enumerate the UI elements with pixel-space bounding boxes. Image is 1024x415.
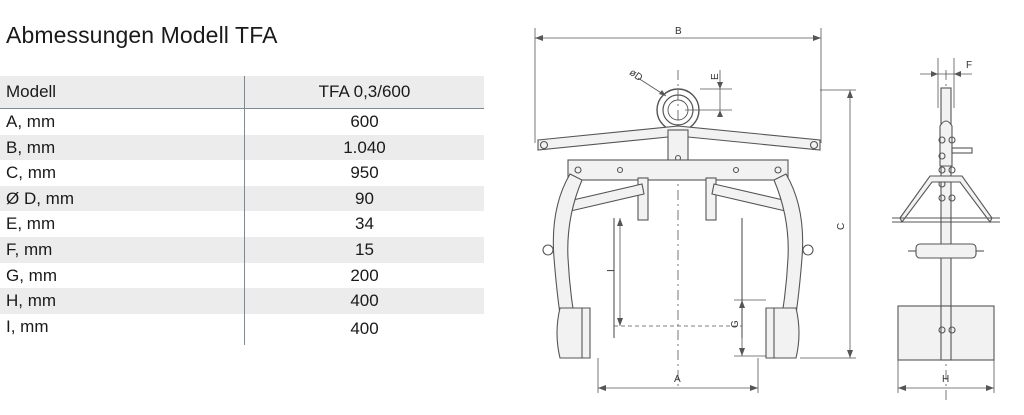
technical-drawing: B øD E bbox=[534, 26, 1000, 400]
dim-label-c: C bbox=[836, 223, 847, 230]
dim-label-a: A bbox=[674, 374, 681, 385]
dim-label-g: G bbox=[730, 320, 741, 328]
row-value: 400 bbox=[350, 319, 379, 339]
table-row: G, mm 200 bbox=[0, 262, 484, 289]
row-value: 90 bbox=[244, 185, 484, 212]
table-row: I, mm 400 bbox=[0, 313, 484, 345]
table-row: B, mm 1.040 bbox=[0, 134, 484, 161]
row-label: H, mm bbox=[0, 288, 245, 314]
dim-label-e: E bbox=[710, 73, 721, 80]
row-label: A, mm bbox=[0, 108, 245, 135]
row-value: 950 bbox=[350, 163, 379, 183]
row-label: E, mm bbox=[0, 211, 245, 237]
dim-label-d: øD bbox=[627, 67, 644, 84]
row-value: 600 bbox=[350, 112, 379, 131]
dimensions-table: Modell TFA 0,3/600 A, mm 600 B, mm 1.040… bbox=[0, 76, 484, 345]
row-value: 15 bbox=[244, 236, 484, 263]
row-label: C, mm bbox=[0, 160, 245, 186]
dim-label-f: F bbox=[966, 60, 972, 71]
row-label: G, mm bbox=[0, 262, 245, 289]
row-value: 1.040 bbox=[244, 134, 484, 161]
row-label: F, mm bbox=[0, 236, 245, 263]
table-row: Ø D, mm 90 bbox=[0, 185, 484, 212]
row-label: Ø D, mm bbox=[0, 185, 245, 212]
page-title: Abmessungen Modell TFA bbox=[6, 22, 278, 48]
row-value: 400 bbox=[244, 288, 484, 314]
table-row: C, mm 950 bbox=[0, 160, 484, 186]
row-value: 34 bbox=[355, 214, 374, 234]
table-row: H, mm 400 bbox=[0, 288, 484, 314]
side-view: F H bbox=[892, 58, 1000, 400]
table-header-model-name: TFA 0,3/600 bbox=[244, 76, 484, 109]
front-view: B øD E bbox=[534, 26, 856, 393]
dim-label-b: B bbox=[675, 26, 682, 37]
table-header-row: Modell TFA 0,3/600 bbox=[0, 76, 484, 109]
row-label: B, mm bbox=[0, 134, 245, 161]
row-label: I, mm bbox=[0, 313, 245, 345]
table-row: F, mm 15 bbox=[0, 236, 484, 263]
row-value: 200 bbox=[350, 265, 379, 285]
table-row: E, mm 34 bbox=[0, 211, 484, 237]
table-row: A, mm 600 bbox=[0, 108, 484, 135]
dim-label-i: I bbox=[606, 269, 617, 272]
dim-label-h: H bbox=[942, 374, 949, 385]
table-header-model: Modell bbox=[0, 76, 245, 109]
